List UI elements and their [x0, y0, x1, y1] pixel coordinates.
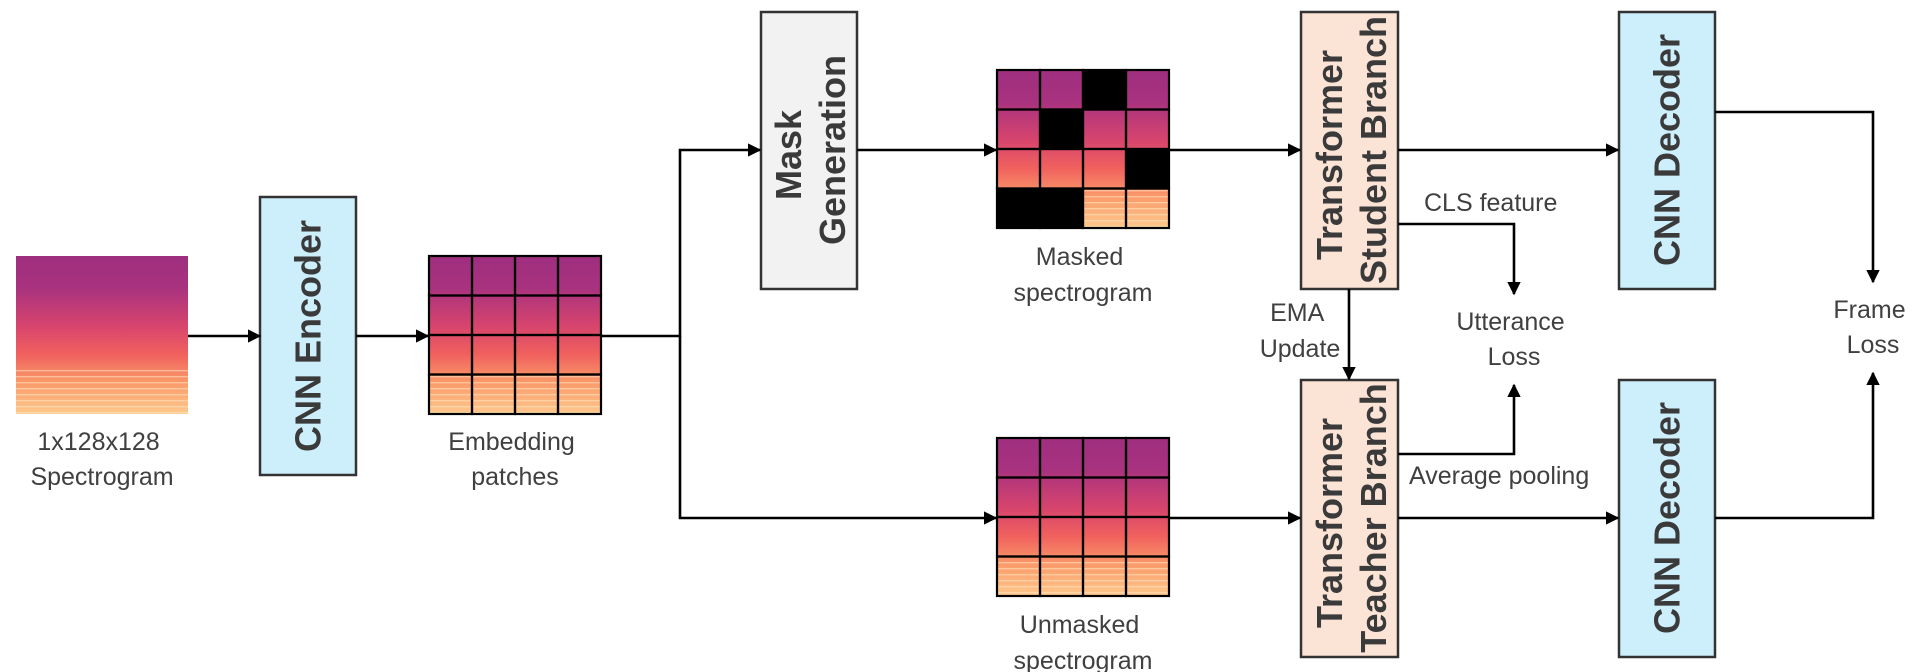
- cnn-encoder-block: CNN Encoder: [258, 195, 358, 477]
- svg-text:Transformer Student Bran: Transformer Student Branch: [1309, 16, 1394, 284]
- cnn-encoder-label: CNN Encoder: [288, 220, 329, 452]
- ema-update-caption: EMA Update: [1260, 299, 1341, 363]
- edge-decoder-bottom-to-frame-loss: [1715, 371, 1880, 520]
- edge-embedding-to-mask: [602, 143, 762, 338]
- transformer-teacher-block: Transformer Teacher Branch: [1299, 378, 1400, 659]
- masked-patch: [1038, 108, 1085, 151]
- teacher-label-2: Teacher Branch: [1353, 383, 1394, 652]
- edges: [188, 110, 1880, 525]
- patch: [1124, 555, 1171, 598]
- masked-caption: Masked spectrogram: [1014, 243, 1153, 307]
- utterance-loss-caption: Utterance Loss: [1456, 308, 1571, 371]
- unmasked-caption: Unmasked spectrogram: [1014, 611, 1153, 672]
- cls-feature-caption: CLS feature: [1424, 189, 1557, 217]
- embedding-caption: Embedding patches: [448, 428, 581, 491]
- cnn-decoder-bottom-block: CNN Decoder: [1617, 378, 1717, 659]
- frame-loss-caption: Frame Loss: [1833, 296, 1912, 359]
- mask-generation-block: Mask Generation: [759, 10, 859, 291]
- mask-generation-label-1: Mask: [768, 109, 809, 200]
- cnn-decoder-bottom-label: CNN Decoder: [1647, 402, 1688, 634]
- svg-text:Mask Generation: Mask Generation: [768, 55, 853, 245]
- edge-cls-to-utterance-loss: [1398, 222, 1521, 296]
- svg-text:Transformer Teacher Bran: Transformer Teacher Branch: [1309, 383, 1394, 652]
- masked-patch: [995, 187, 1042, 230]
- transformer-student-block: Transformer Student Branch: [1299, 10, 1400, 291]
- masked-patch: [1038, 187, 1085, 230]
- teacher-label-1: Transformer: [1309, 418, 1350, 628]
- masked-spectrogram-grid: [995, 68, 1171, 230]
- patch: [556, 373, 603, 416]
- embedding-patches-grid: [427, 254, 603, 416]
- cnn-decoder-top-block: CNN Decoder: [1617, 10, 1717, 291]
- student-label-2: Student Branch: [1353, 16, 1394, 284]
- edge-embedding-to-unmasked: [678, 336, 998, 525]
- unmasked-spectrogram-grid: [995, 436, 1171, 598]
- input-caption: 1x128x128 Spectrogram: [30, 428, 173, 491]
- student-label-1: Transformer: [1309, 50, 1350, 260]
- average-pooling-caption: Average pooling: [1409, 462, 1589, 490]
- edge-avgpool-to-utterance-loss: [1398, 383, 1521, 456]
- edge-decoder-top-to-frame-loss: [1715, 110, 1880, 284]
- patch: [1124, 187, 1171, 230]
- input-spectrogram: [16, 256, 188, 414]
- masked-patch: [1124, 147, 1171, 190]
- cnn-decoder-top-label: CNN Decoder: [1647, 34, 1688, 266]
- mask-generation-label-2: Generation: [812, 55, 853, 245]
- masked-patch: [1081, 68, 1128, 111]
